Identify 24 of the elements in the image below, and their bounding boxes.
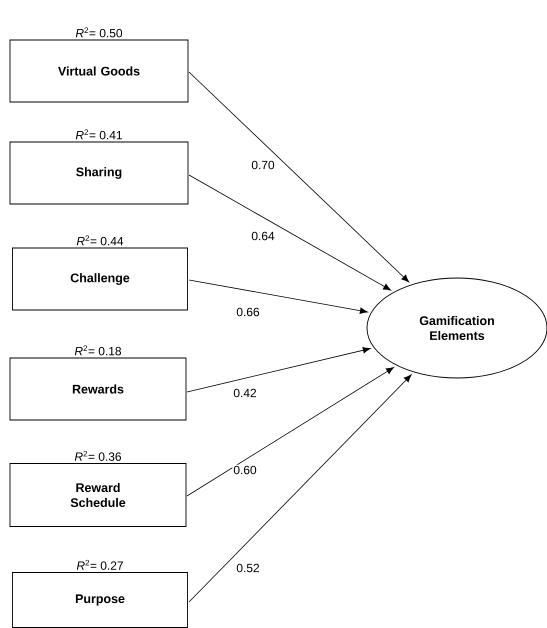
edge-label: 0.64 <box>250 230 276 242</box>
r-squared-label: R$^{2}$= 0.44 <box>76 235 124 246</box>
r-squared-label: R$^{2}$= 0.36 <box>74 450 122 461</box>
indicator-box: Challenge <box>12 248 188 310</box>
r-squared-label: R$^{2}$= 0.18 <box>74 345 122 356</box>
indicator-box: Reward Schedule <box>10 463 186 527</box>
edge-label: 0.66 <box>235 306 261 318</box>
edge-label: 0.52 <box>235 562 261 574</box>
r-squared-label: R$^{2}$= 0.27 <box>76 560 123 570</box>
indicator-box: Rewards <box>10 358 186 420</box>
edge-label: 0.60 <box>232 464 258 476</box>
arrow <box>188 374 412 602</box>
r-squared-label: R$^{2}$= 0.50 <box>76 27 122 38</box>
arrow <box>188 280 368 314</box>
arrow <box>188 174 392 291</box>
r-squared-label: R$^{2}$= 0.41 <box>76 129 122 140</box>
edge-label: 0.70 <box>250 160 276 170</box>
indicator-box: Sharing <box>10 142 188 204</box>
indicator-box: Purpose <box>12 572 188 628</box>
edge-label: 0.42 <box>232 388 258 398</box>
arrow <box>186 347 371 392</box>
arrow <box>186 367 394 496</box>
indicator-box: Virtual Goods <box>10 40 188 102</box>
arrow <box>188 72 410 282</box>
